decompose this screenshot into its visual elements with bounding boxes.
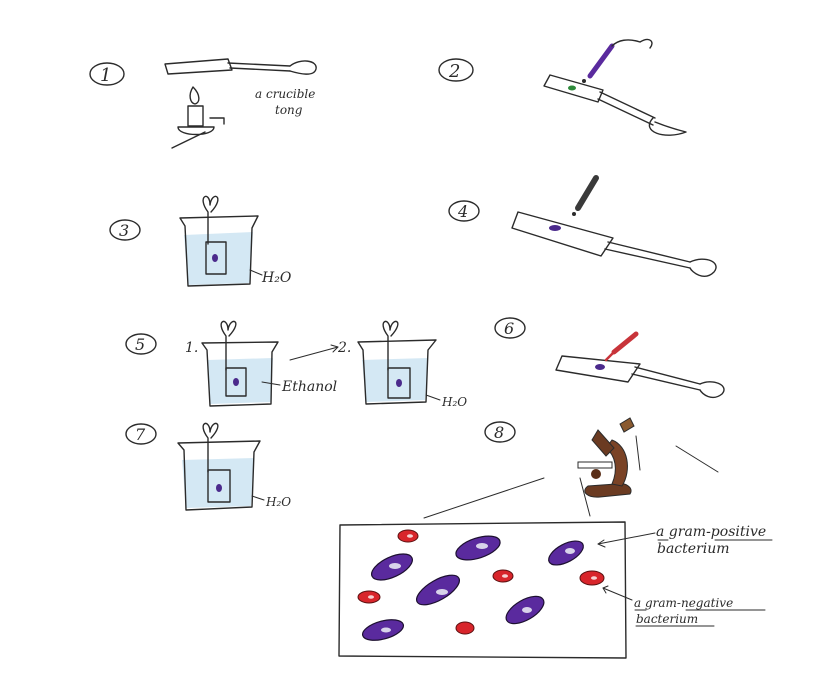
step-6-tong (631, 366, 701, 391)
step-5-sub2: 2. (337, 340, 351, 356)
step-3-smear (212, 254, 218, 262)
step-1: 1 a crucible tong (89, 58, 317, 149)
step-8: 8 (423, 417, 719, 519)
step-2-tong-handle (648, 117, 687, 136)
gram-positive-label-line2: bacterium (657, 541, 730, 557)
step-3: 3 H₂O (109, 195, 292, 287)
step-2-dropper (587, 43, 615, 79)
step-7: 7 H₂O (125, 422, 291, 511)
step-2-dropper-bulb (611, 38, 653, 49)
gram-negative-cell (455, 621, 475, 635)
step-7-circle (125, 423, 157, 445)
step-7-clip (202, 422, 219, 473)
step-2-smear (568, 85, 576, 91)
step-4-drop (572, 212, 576, 216)
burner-body (187, 105, 204, 127)
step-4-number: 4 (457, 202, 468, 221)
step-6-circle (494, 317, 526, 339)
step-4-tong (604, 241, 691, 269)
step-1-number: 1 (100, 65, 111, 86)
gram-negative-label-line1: a gram-negative (634, 596, 733, 610)
microscope-view-panel: a gram-positive bacterium a gram-negativ… (338, 521, 773, 659)
step-5-beaker1-slide (225, 367, 247, 397)
step-5-number: 5 (135, 335, 145, 354)
step-1-tong-label-line1: a crucible (255, 87, 315, 101)
step-5-beaker2-smear (396, 379, 402, 387)
step-3-water-label: H₂O (261, 270, 292, 286)
step-3-number: 3 (119, 221, 129, 240)
step-4-dropper (575, 175, 599, 211)
step-5-circle (125, 333, 157, 355)
step-4-slide (511, 211, 614, 257)
burner-base (177, 126, 215, 136)
view-frame (338, 521, 627, 659)
step-7-smear (216, 484, 222, 492)
step-1-slide (164, 58, 233, 75)
step-7-water-label: H₂O (265, 495, 291, 509)
step-8-number: 8 (494, 423, 504, 442)
step-5-sub1: 1. (185, 340, 198, 356)
crucible-tong (227, 62, 291, 72)
step-2-number: 2 (448, 61, 460, 82)
step-2-drop (582, 79, 586, 83)
step-5-beaker1-clip (220, 320, 237, 371)
step-2-circle (438, 58, 474, 82)
step-6: 6 (494, 317, 725, 399)
gram-positive-arrow (597, 532, 656, 545)
gram-positive-cell (548, 540, 584, 566)
step-7-number: 7 (135, 425, 146, 444)
step-5-arrow (289, 346, 339, 361)
gram-positive-label-line1: a gram-positive (656, 524, 766, 540)
microscope-motion-lines (635, 435, 719, 473)
step-4-tong-handle (689, 258, 717, 277)
step-5-beaker2-water (362, 358, 428, 402)
step-5-water-label: H₂O (441, 395, 467, 409)
step-3-beaker (179, 215, 259, 287)
step-8-circle (484, 421, 516, 443)
step-6-dropper (611, 331, 639, 355)
step-5-beaker2-clip (382, 320, 399, 371)
step-5: 5 1. Ethanol 2. H₂O (125, 320, 467, 409)
step-7-slide (207, 469, 231, 503)
step-3-circle (109, 219, 141, 241)
flame-icon (189, 86, 200, 105)
step-4: 4 (448, 175, 717, 277)
step-4-circle (448, 200, 480, 222)
step-7-water (182, 458, 254, 508)
step-6-smear (595, 364, 605, 370)
step-5-beaker2-slide (387, 367, 411, 399)
step-5-beaker1-smear (233, 378, 239, 386)
step-3-clip (202, 195, 219, 245)
gram-negative-underline (634, 609, 766, 627)
step-5-beaker2 (357, 339, 437, 405)
step-6-tong-handle (699, 381, 725, 399)
step-2: 2 (438, 38, 687, 136)
microscope-icon (577, 417, 635, 498)
burner-tube (171, 131, 206, 149)
step-5-beaker1 (201, 341, 279, 407)
step-3-slide (205, 241, 227, 275)
step-6-number: 6 (504, 319, 514, 338)
step-1-circle (89, 62, 125, 86)
step-2-slide (543, 74, 604, 103)
gram-positive-cells (361, 535, 584, 641)
microscope-view-lines (423, 477, 591, 519)
step-3-water (184, 232, 253, 285)
tong-handle (289, 60, 317, 75)
gram-negative-label-line2: bacterium (636, 612, 698, 626)
step-2-tong (597, 91, 656, 126)
step-5-ethanol-label: Ethanol (281, 379, 337, 395)
step-6-slide (555, 355, 641, 383)
gram-negative-cells (357, 529, 605, 635)
step-4-smear (549, 225, 561, 231)
step-1-tong-label-line2: tong (275, 103, 303, 117)
gram-negative-arrow (602, 587, 633, 601)
step-5-beaker1-liquid (208, 358, 273, 404)
burner-valve (209, 117, 225, 125)
step-7-beaker (177, 440, 261, 511)
